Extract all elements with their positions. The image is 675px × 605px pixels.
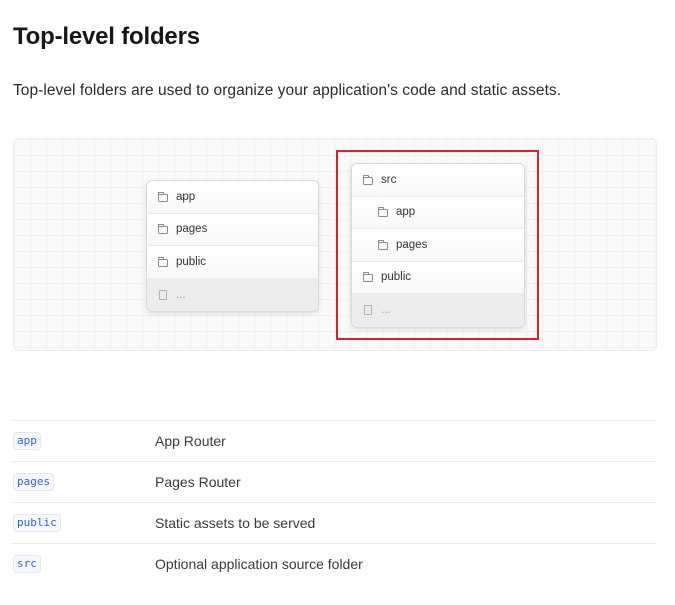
- tree-item-label: src: [381, 173, 397, 186]
- tree-item-src: src: [352, 164, 524, 197]
- file-icon: [363, 305, 373, 316]
- folder-code-link[interactable]: pages: [13, 473, 55, 491]
- section-description: Top-level folders are used to organize y…: [13, 82, 562, 99]
- tree-item-src-app: app: [352, 196, 524, 229]
- tree-item-public: public: [147, 246, 318, 279]
- tree-item-app: app: [147, 181, 318, 214]
- tree-item-label: public: [176, 255, 207, 268]
- table-row: app App Router: [13, 420, 657, 461]
- folder-code-link[interactable]: public: [13, 514, 61, 532]
- table-row: pages Pages Router: [13, 461, 657, 502]
- folder-description: App Router: [155, 433, 226, 449]
- table-row: src Optional application source folder: [13, 543, 657, 584]
- folder-tree-without-src: app pages public ...: [146, 180, 319, 312]
- folder-icon: [158, 191, 168, 202]
- folder-icon: [363, 174, 373, 185]
- tree-item-ellipsis: ...: [147, 278, 318, 311]
- tree-item-public: public: [352, 261, 524, 294]
- tree-item-label: pages: [396, 238, 428, 251]
- folder-structure-diagram: app pages public ... src app pages: [13, 138, 657, 351]
- tree-item-label: pages: [176, 223, 208, 236]
- tree-item-src-pages: pages: [352, 229, 524, 262]
- tree-item-pages: pages: [147, 213, 318, 246]
- file-icon: [158, 289, 168, 300]
- folder-description: Optional application source folder: [155, 556, 363, 572]
- folder-code-link[interactable]: src: [13, 555, 41, 573]
- folder-icon: [158, 224, 168, 235]
- section-heading: Top-level folders: [13, 23, 200, 50]
- tree-item-ellipsis: ...: [352, 294, 524, 327]
- folder-icon: [158, 256, 168, 267]
- folder-icon: [363, 272, 373, 283]
- tree-item-label: app: [176, 190, 196, 203]
- folder-description: Static assets to be served: [155, 515, 316, 531]
- tree-item-label: app: [396, 206, 416, 219]
- folders-table: app App Router pages Pages Router public…: [13, 420, 657, 584]
- folder-icon: [378, 207, 388, 218]
- folder-description: Pages Router: [155, 474, 241, 490]
- tree-item-label: ...: [176, 288, 186, 301]
- folder-icon: [378, 239, 388, 250]
- table-row: public Static assets to be served: [13, 502, 657, 543]
- tree-item-label: ...: [381, 304, 391, 317]
- tree-item-label: public: [381, 271, 412, 284]
- folder-code-link[interactable]: app: [13, 432, 41, 450]
- folder-tree-with-src: src app pages public ...: [351, 163, 525, 328]
